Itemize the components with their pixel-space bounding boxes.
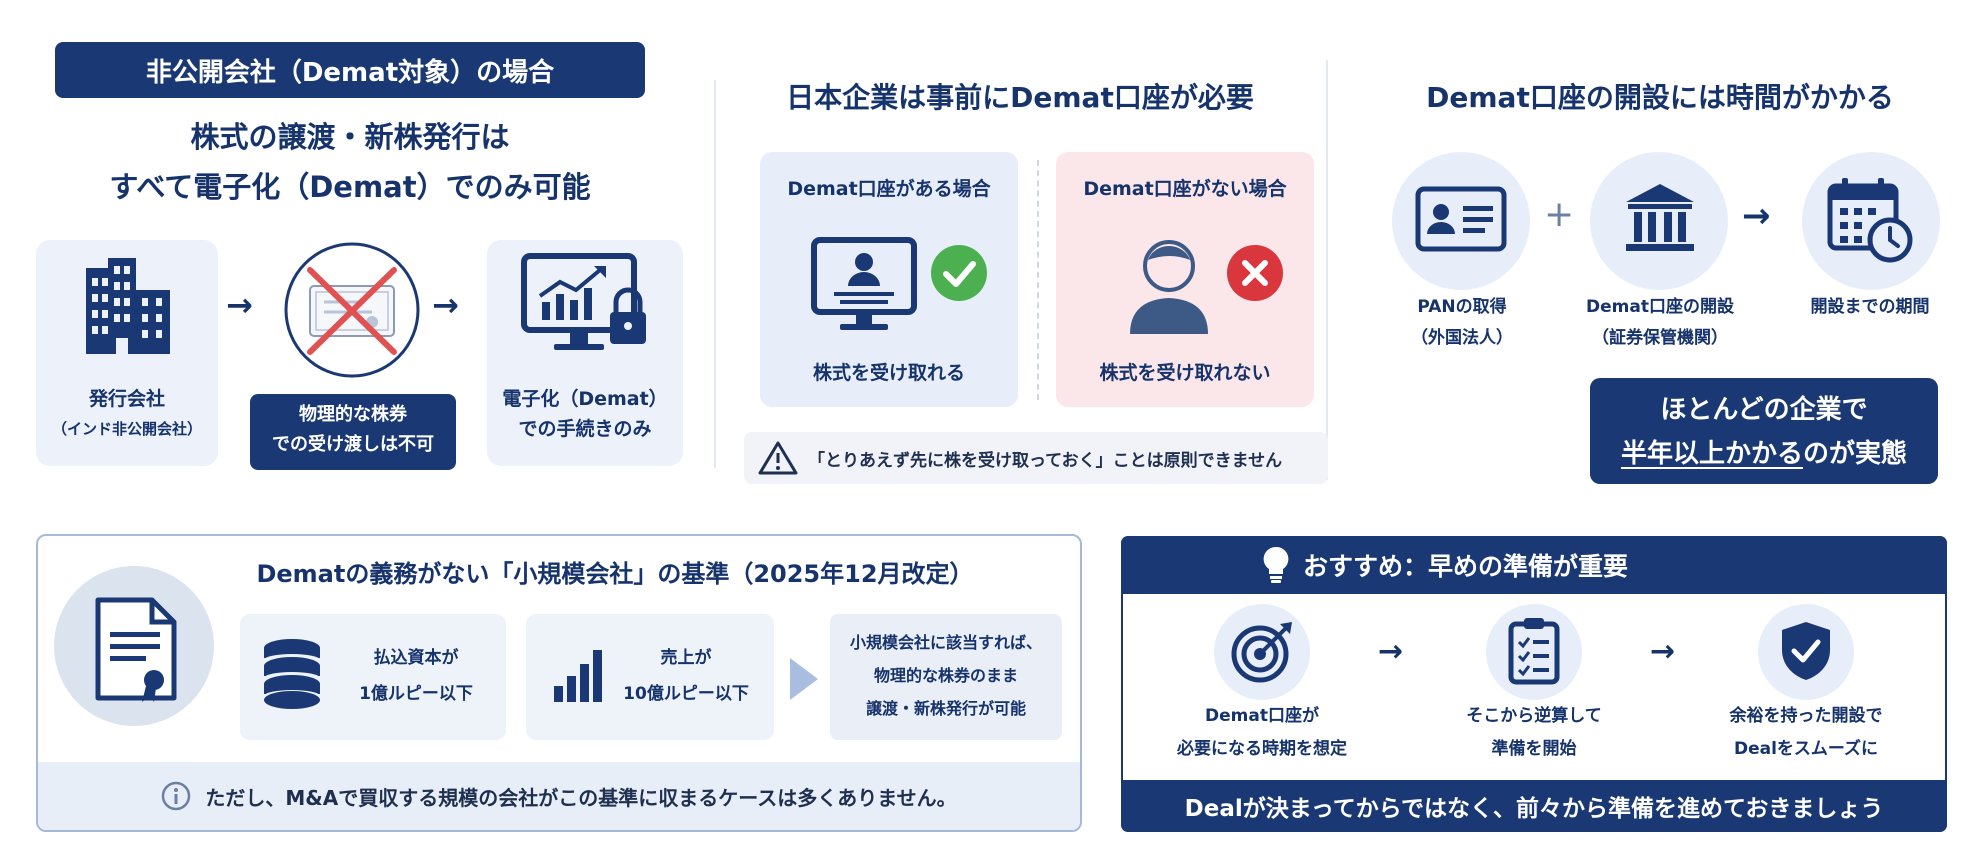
result-line1: 小規模会社に該当すれば、: [849, 633, 1042, 652]
step-backward-line1: そこから逆算して: [1466, 706, 1602, 726]
plus-sign: +: [1544, 194, 1575, 235]
coins-stack-icon: [260, 636, 324, 712]
revenue-criterion-text: 売上が 10億ルピー以下: [606, 640, 766, 712]
bar-chart-icon: [552, 646, 608, 704]
calendar-step-circle: [1802, 152, 1940, 290]
step-pan-line2: （外国法人）: [1411, 328, 1513, 348]
step-smooth-line2: Dealをスムーズに: [1733, 739, 1879, 759]
panel4-title: Dematの義務がない「小規模会社」の基準（2025年12月改定）: [256, 560, 974, 588]
certificate-crossed-icon: [282, 240, 422, 380]
chevron-right-icon: [786, 652, 822, 706]
dashed-divider: [1037, 160, 1039, 400]
without-account-result: 株式を受け取れない: [1099, 362, 1271, 384]
panel1-header: 非公開会社（Demat対象）の場合: [55, 42, 645, 98]
panel4-note: ただし、M&Aで買収する規模の会社がこの基準に収まるケースは多くありません。: [38, 762, 1080, 830]
arrow-right-3: →: [1742, 196, 1771, 236]
info-icon: [161, 781, 191, 811]
warning-icon: [758, 441, 798, 475]
result-line2: 物理的な株券のまま: [873, 666, 1018, 685]
recommendation-header: おすすめ：早めの準備が重要: [1121, 536, 1947, 594]
recommendation-footer: Dealが決まってからではなく、前々から準備を進めておきましょう: [1121, 780, 1947, 832]
panel1-title-line1: 株式の譲渡・新株発行は: [190, 120, 510, 154]
lightbulb-icon: [1261, 545, 1291, 585]
capital-line2: 1億ルピー以下: [359, 684, 473, 704]
arrow-right-2: →: [432, 286, 459, 324]
revenue-line1: 売上が: [660, 648, 712, 668]
step-anticipate-line1: Demat口座が: [1205, 706, 1319, 726]
small-company-result: 小規模会社に該当すれば、 物理的な株券のまま 譲渡・新株発行が可能: [830, 614, 1062, 740]
id-card-step-circle: [1392, 152, 1530, 290]
half-year-line2: 半年以上かかるのが実態: [1590, 432, 1938, 476]
arrow-right-1: →: [226, 286, 253, 324]
step-pan-label: PANの取得 （外国法人）: [1370, 292, 1554, 354]
step-smooth-line1: 余裕を持った開設で: [1729, 706, 1883, 726]
result-line3: 譲渡・新株発行が可能: [865, 699, 1026, 718]
capital-line1: 払込資本が: [373, 648, 459, 668]
step-backward-label: そこから逆算して 準備を開始: [1420, 700, 1648, 766]
step-period-label: 開設までの期間: [1810, 297, 1930, 317]
step-backward-line2: 準備を開始: [1491, 739, 1577, 759]
recommendation-header-text: おすすめ：早めの準備が重要: [1303, 552, 1629, 581]
warning-text: 「とりあえず先に株を受け取っておく」ことは原則できません: [808, 450, 1283, 471]
person-icon: [1126, 236, 1212, 336]
step-smooth-label: 余裕を持った開設で Dealをスムーズに: [1690, 700, 1922, 766]
document-certificate-icon: [92, 596, 182, 704]
half-year-box: ほとんどの企業で 半年以上かかるのが実態: [1590, 378, 1938, 484]
step-pan-line1: PANの取得: [1417, 297, 1507, 317]
step-demat-line2: （証券保管機関）: [1592, 328, 1728, 348]
divider-1: [714, 80, 716, 468]
with-account-title: Demat口座がある場合: [787, 178, 991, 200]
step-demat-label: Demat口座の開設 （証券保管機関）: [1568, 292, 1752, 354]
physical-line1: 物理的な株券: [299, 404, 407, 425]
revenue-line2: 10億ルピー以下: [623, 684, 749, 704]
monitor-user-icon: [810, 236, 918, 336]
checklist-icon: [1508, 616, 1560, 686]
calendar-clock-icon: [1826, 176, 1916, 266]
building-icon: [72, 252, 182, 362]
bank-step-circle: [1590, 152, 1728, 290]
panel3-title: Demat口座の開設には時間がかかる: [1426, 81, 1894, 114]
bank-icon: [1622, 180, 1698, 256]
physical-not-allowed-box: 物理的な株券 での受け渡しは不可: [250, 394, 456, 470]
issuer-sublabel: （インド非公開会社）: [51, 420, 202, 438]
id-card-icon: [1415, 186, 1507, 252]
panel1-title-line2: すべて電子化（Demat）でのみ可能: [109, 170, 591, 204]
panel2-title: 日本企業は事前にDemat口座が必要: [786, 81, 1254, 114]
check-icon: [930, 244, 988, 302]
with-account-result: 株式を受け取れる: [812, 362, 965, 384]
without-account-title: Demat口座がない場合: [1083, 178, 1287, 200]
warning-banner: 「とりあえず先に株を受け取っておく」ことは原則できません: [744, 432, 1328, 484]
physical-line2: での受け渡しは不可: [272, 434, 434, 455]
demat-only-label: 電子化（Demat） での手続きのみ: [487, 384, 683, 444]
step-anticipate-line2: 必要になる時期を想定: [1177, 739, 1347, 759]
demat-only-card: [487, 240, 683, 466]
step-anticipate-label: Demat口座が 必要になる時期を想定: [1140, 700, 1384, 766]
issuer-label: 発行会社: [88, 388, 165, 410]
step-demat-line1: Demat口座の開設: [1586, 297, 1734, 317]
arrow-right-5: →: [1650, 634, 1676, 669]
shield-check-icon: [1780, 620, 1832, 682]
demat-line2: での手続きのみ: [518, 418, 652, 440]
capital-criterion-text: 払込資本が 1億ルピー以下: [336, 640, 496, 712]
divider-2: [1326, 60, 1328, 480]
half-year-emphasis: 半年以上かかる: [1620, 439, 1803, 469]
arrow-right-4: →: [1378, 634, 1404, 669]
cross-icon: [1226, 244, 1284, 302]
half-year-suffix: のが実態: [1803, 439, 1908, 469]
panel1-title: 株式の譲渡・新株発行は すべて電子化（Demat）でのみ可能: [90, 112, 610, 212]
half-year-line1: ほとんどの企業で: [1660, 395, 1868, 425]
demat-line1: 電子化（Demat）: [502, 388, 668, 410]
target-icon: [1228, 618, 1296, 686]
monitor-chart-lock-icon: [520, 252, 660, 364]
panel4-note-text: ただし、M&Aで買収する規模の会社がこの基準に収まるケースは多くありません。: [205, 785, 957, 810]
